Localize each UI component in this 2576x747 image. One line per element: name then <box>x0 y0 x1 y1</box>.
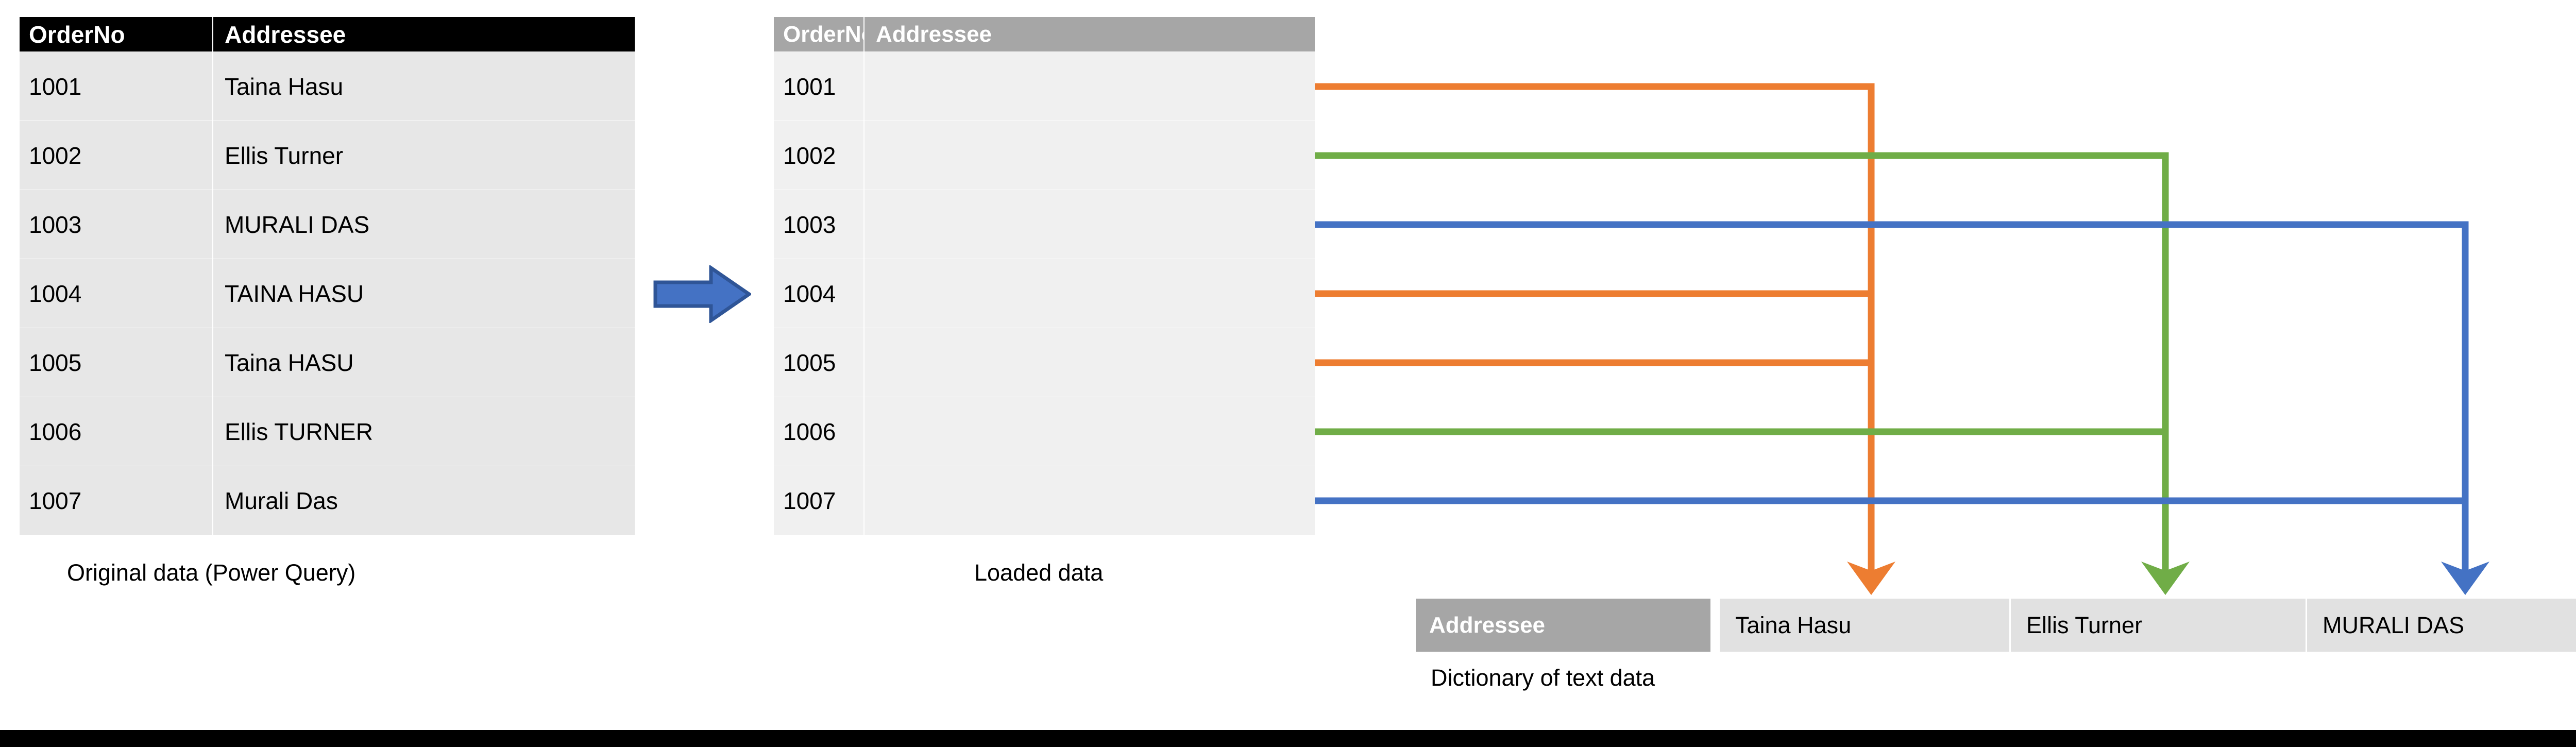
loaded-cell-orderno: 1007 <box>774 466 863 535</box>
loaded-cell-orderno: 1003 <box>774 190 863 259</box>
loaded-cell-orderno: 1005 <box>774 328 863 397</box>
loaded-cell-orderno: 1004 <box>774 259 863 328</box>
original-cell-addressee: Ellis Turner <box>213 121 635 190</box>
dictionary-entry-cell: Taina Hasu <box>1720 599 2009 652</box>
original-cell-orderno: 1005 <box>20 328 212 397</box>
original-cell-orderno: 1004 <box>20 259 212 328</box>
loaded-header-addressee: Addressee <box>865 17 1315 52</box>
loaded-cell-addressee <box>865 190 1315 259</box>
original-cell-addressee: MURALI DAS <box>213 190 635 259</box>
loaded-cell-addressee <box>865 121 1315 190</box>
loaded-cell-orderno: 1002 <box>774 121 863 190</box>
original-header-orderno: OrderNo <box>20 17 212 52</box>
dictionary-entry-cell: MURALI DAS <box>2307 599 2576 652</box>
arrowhead-orange <box>1847 562 1895 595</box>
connector-orange <box>1315 83 1875 571</box>
loaded-cell-addressee <box>865 397 1315 466</box>
connector-blue <box>1315 221 2469 571</box>
loaded-cell-orderno: 1006 <box>774 397 863 466</box>
original-cell-addressee: Murali Das <box>213 466 635 535</box>
dictionary-header-addressee: Addressee <box>1416 599 1710 652</box>
original-cell-orderno: 1002 <box>20 121 212 190</box>
original-data-caption: Original data (Power Query) <box>67 559 356 586</box>
original-cell-addressee: TAINA HASU <box>213 259 635 328</box>
original-cell-addressee: Taina Hasu <box>213 52 635 121</box>
arrowhead-green <box>2141 562 2190 595</box>
original-cell-orderno: 1001 <box>20 52 212 121</box>
dictionary-entry-cell: Ellis Turner <box>2011 599 2306 652</box>
original-cell-orderno: 1003 <box>20 190 212 259</box>
right-block-arrow-icon <box>653 264 753 324</box>
loaded-cell-addressee <box>865 328 1315 397</box>
dictionary-caption: Dictionary of text data <box>1431 665 1655 691</box>
original-cell-addressee: Taina HASU <box>213 328 635 397</box>
loaded-cell-addressee <box>865 466 1315 535</box>
arrowhead-blue <box>2441 562 2489 595</box>
original-header-addressee: Addressee <box>213 17 635 52</box>
original-cell-orderno: 1006 <box>20 397 212 466</box>
loaded-header-orderno: OrderNo <box>774 17 875 52</box>
connector-green <box>1315 152 2169 571</box>
loaded-cell-addressee <box>865 259 1315 328</box>
original-cell-orderno: 1007 <box>20 466 212 535</box>
original-cell-addressee: Ellis TURNER <box>213 397 635 466</box>
loaded-cell-addressee <box>865 52 1315 121</box>
bottom-black-bar <box>0 730 2576 747</box>
loaded-cell-orderno: 1001 <box>774 52 863 121</box>
loaded-data-caption: Loaded data <box>974 559 1104 586</box>
